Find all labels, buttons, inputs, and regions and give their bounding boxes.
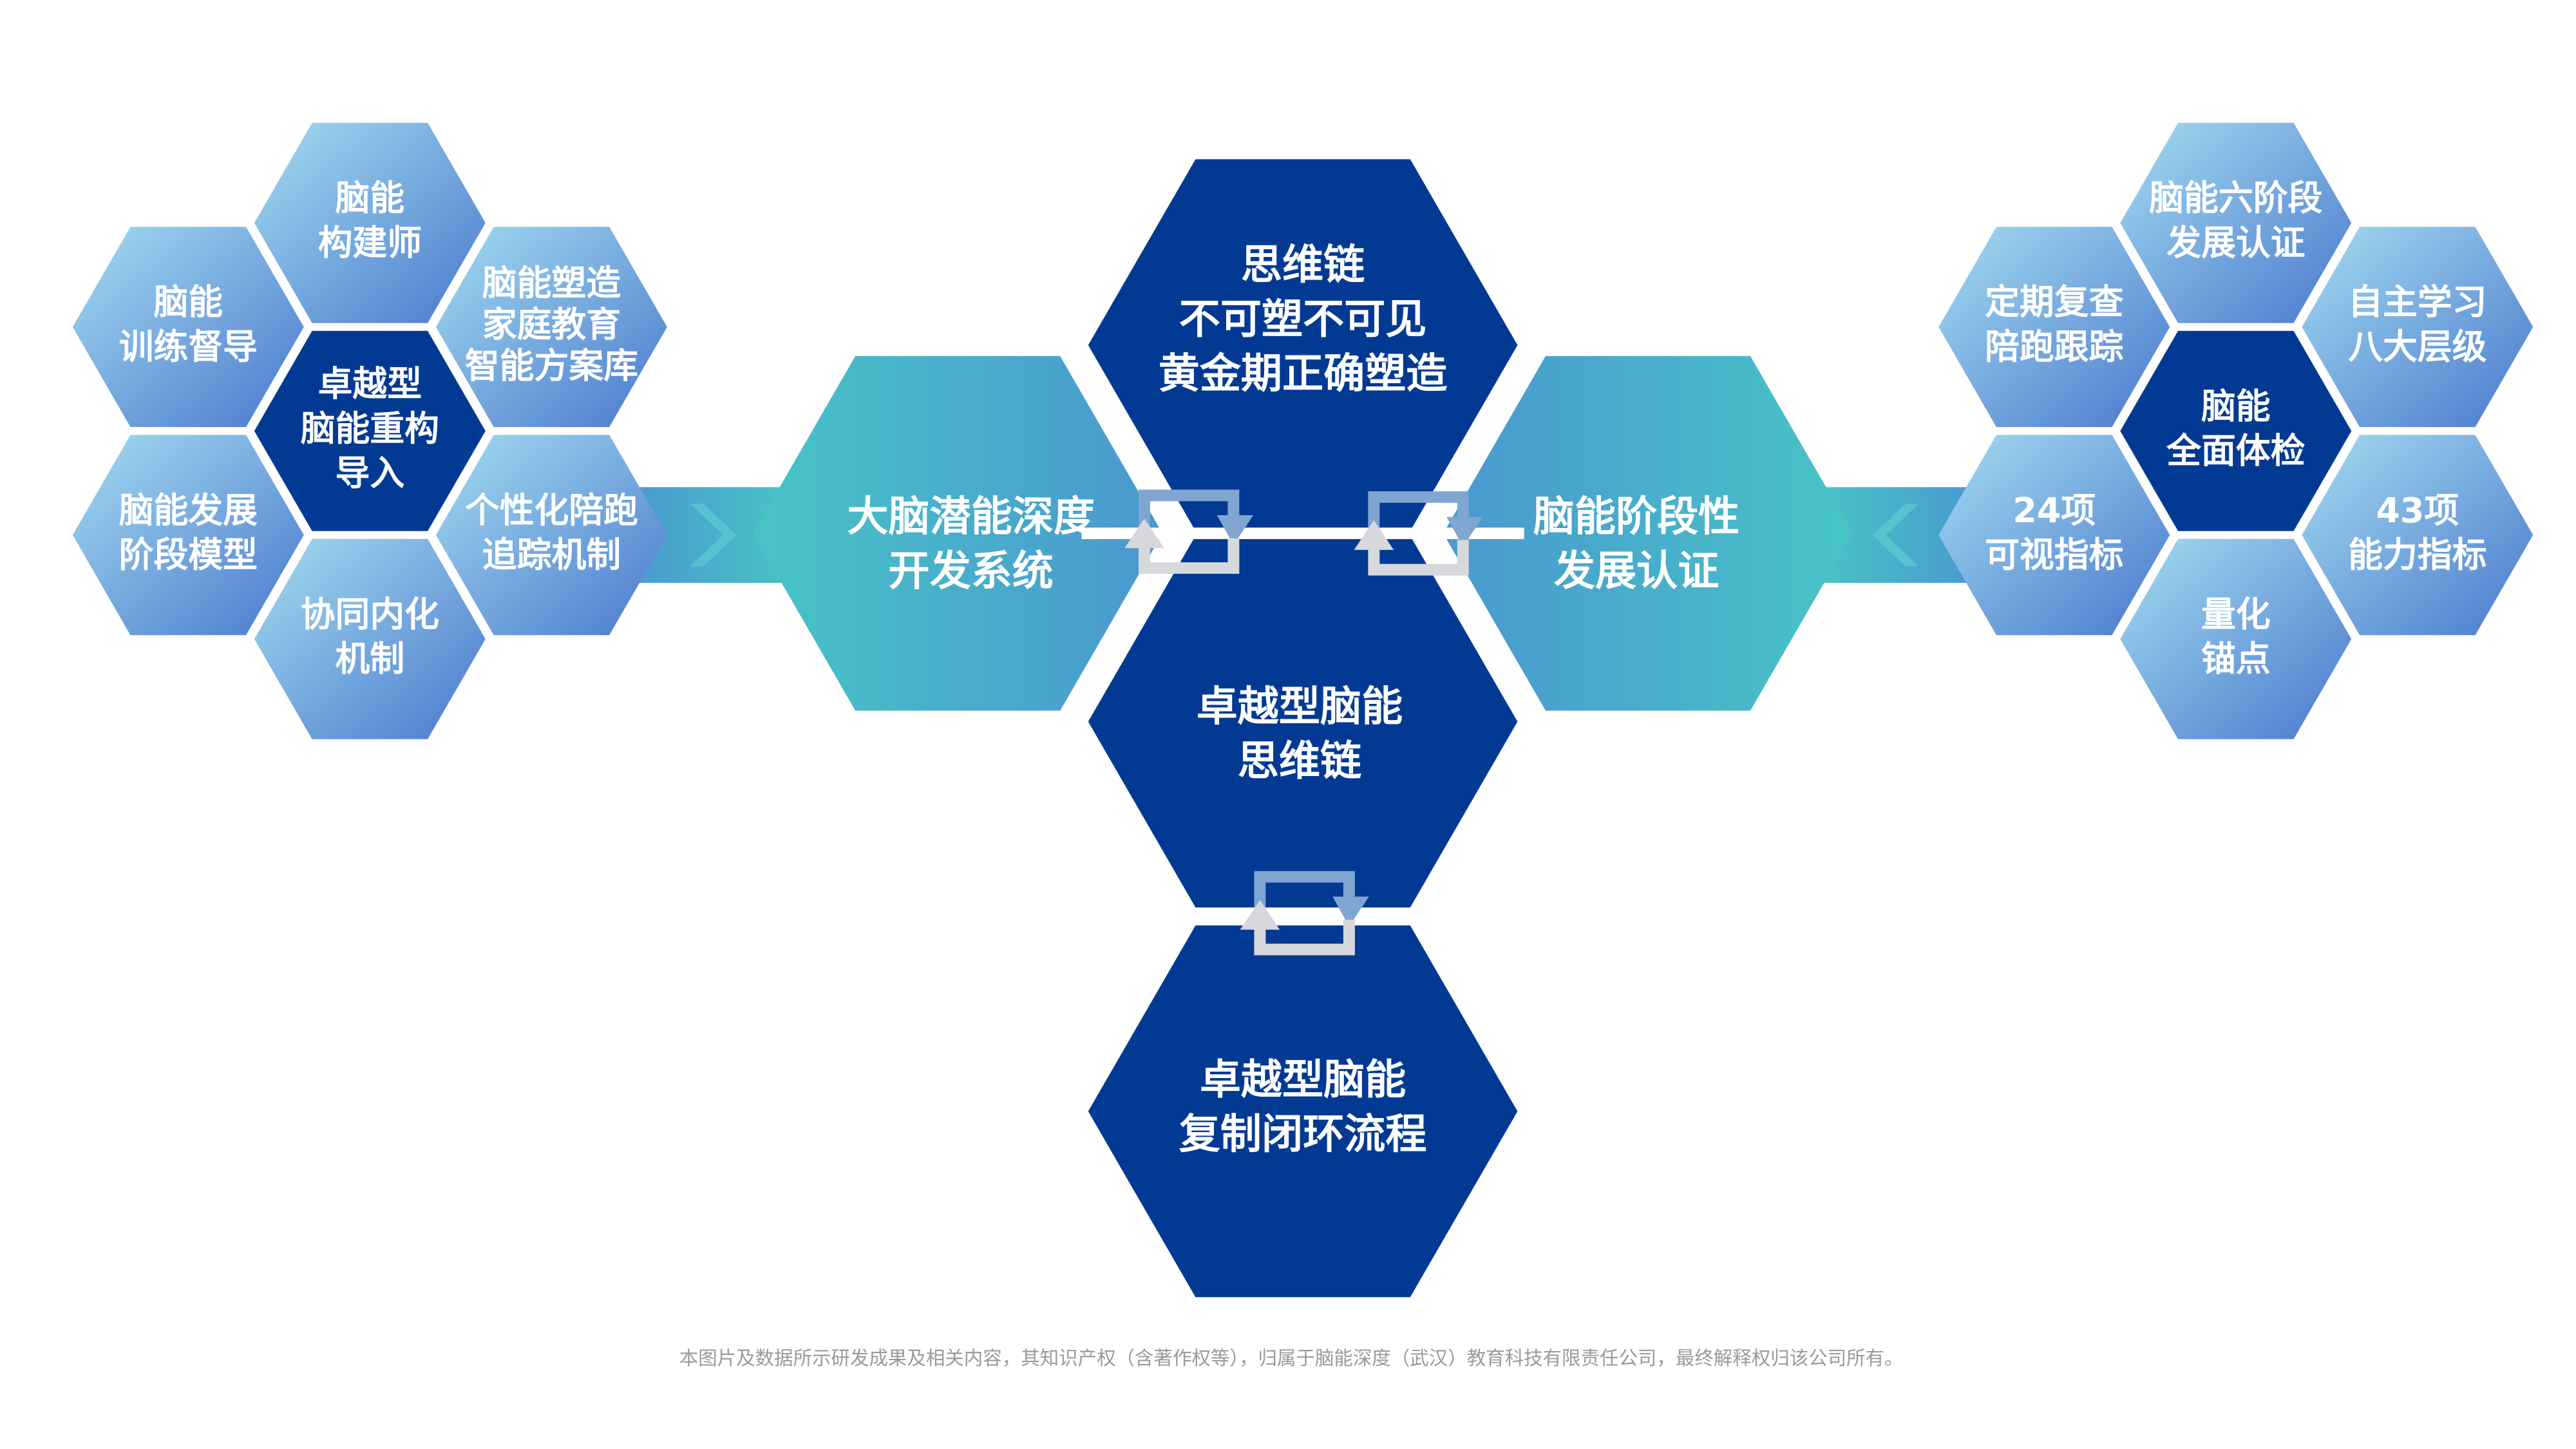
hex-label-line: 量化 xyxy=(2201,594,2271,634)
hex-label-line: 能力指标 xyxy=(2348,535,2486,575)
hex-label-line: 可视指标 xyxy=(1985,535,2123,575)
hex-label-line: 不可塑不可见 xyxy=(1179,296,1427,344)
cycle-icon xyxy=(1354,491,1483,576)
hex-label-line: 脑能发展 xyxy=(119,490,258,531)
cycle-icon xyxy=(1240,871,1369,956)
left_cluster-item-hex xyxy=(72,227,304,428)
right_cluster-item-hex xyxy=(2302,227,2533,428)
left_cluster-item-hex xyxy=(254,122,486,323)
hex-label-line: 锚点 xyxy=(2201,639,2271,679)
right_cluster-center-hex xyxy=(2120,330,2352,531)
hex-label-line: 思维链 xyxy=(1241,242,1365,289)
hex-label-line: 智能方案库 xyxy=(465,345,638,386)
hex-label-line: 复制闭环流程 xyxy=(1179,1111,1427,1159)
right_cluster-item-hex xyxy=(2120,538,2352,739)
hex-label-line: 脑能 xyxy=(2201,386,2271,426)
left_cluster-item-hex xyxy=(435,227,667,428)
copyright-footer: 本图片及数据所示研发成果及相关内容，其知识产权（含著作权等），归属于脑能深度（武… xyxy=(679,1347,1904,1369)
hex-label-line: 自主学习 xyxy=(2348,282,2486,323)
right_cluster-item-hex xyxy=(2302,435,2533,636)
hex-label-line: 个性化陪跑 xyxy=(465,490,638,531)
hex-label-line: 卓越型 xyxy=(318,364,422,404)
hex-label-line: 脑能塑造 xyxy=(482,263,621,303)
hex-label-line: 阶段模型 xyxy=(119,535,258,575)
hex-label-line: 思维链 xyxy=(1238,737,1361,785)
hex-label-line: 开发系统 xyxy=(888,548,1053,596)
hex-label-line: 发展认证 xyxy=(2166,222,2305,263)
left_cluster-center-hex xyxy=(254,330,486,531)
left_cluster-item-hex xyxy=(72,435,304,636)
right-teal-hex xyxy=(1443,355,1853,711)
hex-label-line: 脑能 xyxy=(153,282,223,323)
hex-label-line: 脑能六阶段 xyxy=(2149,178,2322,218)
chevron-right-icon xyxy=(690,504,737,567)
middle-center-hex xyxy=(1088,535,1518,908)
hex-label-line: 协同内化 xyxy=(301,594,439,634)
hex-label-line: 黄金期正确塑造 xyxy=(1159,350,1448,398)
hex-label-line: 导入 xyxy=(336,453,405,493)
bottom-center-hex xyxy=(1088,925,1518,1298)
hex-label-line: 全面体检 xyxy=(2166,430,2305,471)
left_cluster-item-hex xyxy=(435,435,667,636)
hex-label-line: 脑能 xyxy=(336,178,405,218)
hex-label-line: 卓越型脑能 xyxy=(1197,683,1403,731)
hex-label-line: 43项 xyxy=(2376,490,2459,531)
chevron-left-icon xyxy=(1872,504,1919,567)
hex-label-line: 24项 xyxy=(2012,490,2096,531)
hex-label-line: 大脑潜能深度 xyxy=(847,493,1095,541)
hex-label-line: 家庭教育 xyxy=(482,304,621,345)
hex-label-line: 构建师 xyxy=(318,222,422,263)
hex-label-line: 陪跑跟踪 xyxy=(1985,327,2123,367)
right_cluster-item-hex xyxy=(1938,435,2170,636)
hex-label-line: 发展认证 xyxy=(1554,548,1719,596)
left_cluster-item-hex xyxy=(254,538,486,739)
right_cluster-item-hex xyxy=(1938,227,2170,428)
right_cluster-item-hex xyxy=(2120,122,2352,323)
cycle-icon xyxy=(1124,489,1254,574)
left-teal-hex xyxy=(753,355,1163,711)
hex-label-line: 训练督导 xyxy=(119,327,258,367)
hex-label-line: 追踪机制 xyxy=(482,535,621,575)
hex-label-line: 脑能重构 xyxy=(301,408,439,449)
hex-label-line: 定期复查 xyxy=(1985,282,2123,323)
hex-label-line: 机制 xyxy=(336,639,405,679)
hex-label-line: 脑能阶段性 xyxy=(1533,493,1739,541)
hex-label-line: 卓越型脑能 xyxy=(1200,1056,1406,1104)
hex-label-line: 八大层级 xyxy=(2348,327,2486,367)
top-center-hex xyxy=(1088,159,1518,531)
